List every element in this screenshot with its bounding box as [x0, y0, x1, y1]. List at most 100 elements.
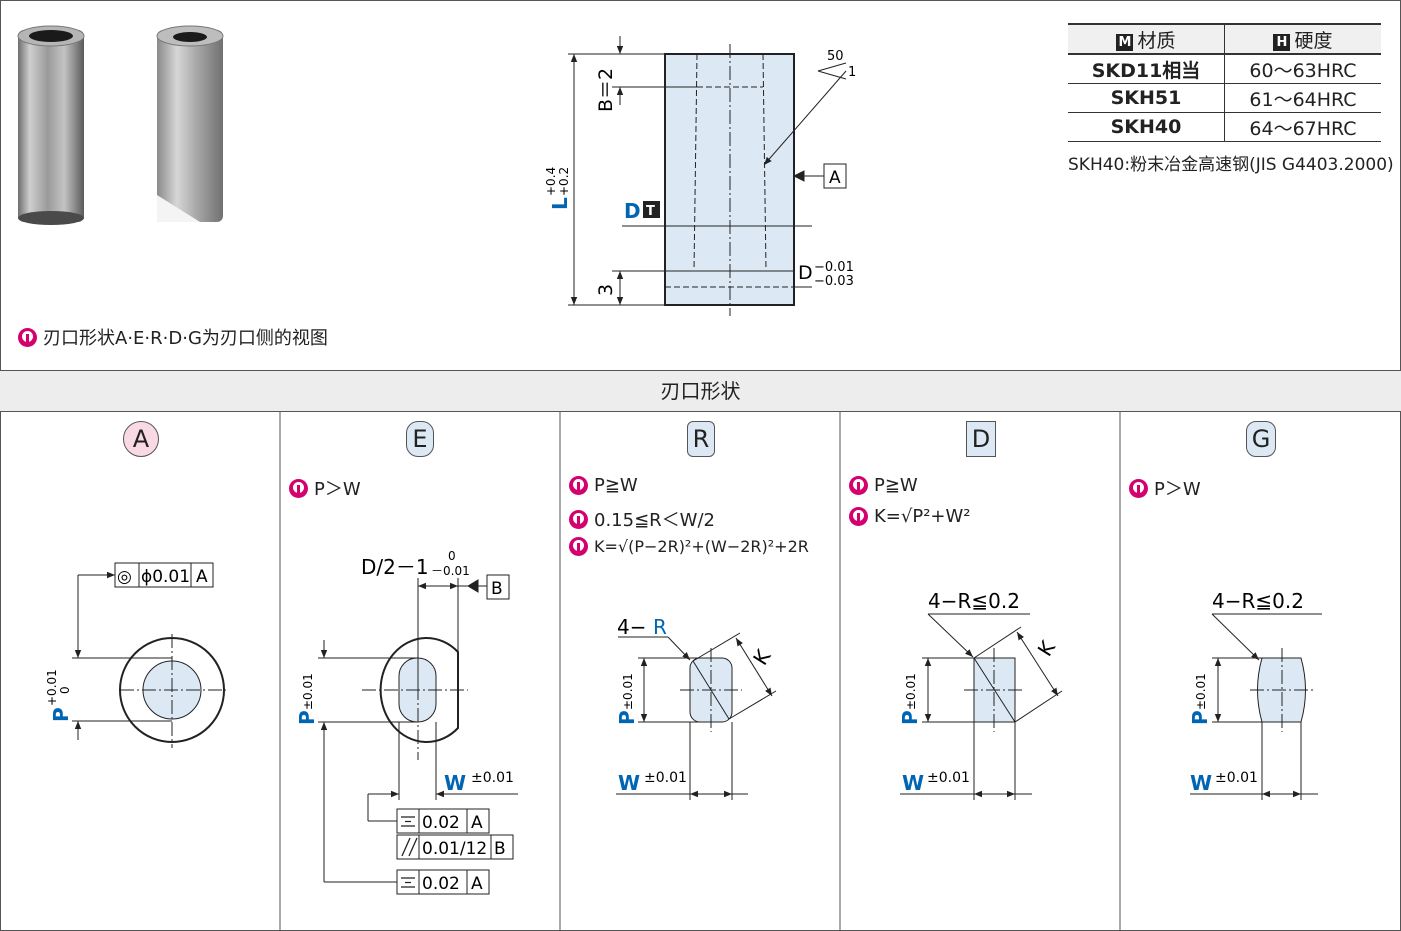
- edge-view-note-text: 刃口形状A·E·R·D·G为刃口侧的视图: [43, 328, 328, 349]
- shape-d-k-label: K: [1033, 636, 1061, 661]
- l-tol-upper: +0.4: [544, 167, 558, 196]
- shape-r-note-2: 0.15≦R＜W/2: [569, 506, 715, 532]
- hardness-icon: H: [1273, 33, 1291, 51]
- shape-g-note-1-text: P＞W: [1154, 479, 1201, 500]
- shape-e-frame1-ref: A: [471, 813, 483, 833]
- shape-d-note-1-text: P≧W: [874, 475, 918, 496]
- shape-g-w-label: W: [1190, 771, 1212, 795]
- three-dimension-label: 3: [595, 284, 617, 296]
- d-dimension-label: D: [624, 199, 641, 223]
- shape-g-w-tol: ±0.01: [1215, 770, 1258, 786]
- shape-r-r-label: R: [653, 615, 667, 639]
- shape-g-p-tol: ±0.01: [1194, 673, 1208, 710]
- shape-r-note-2-text: 0.15≦R＜W/2: [594, 510, 715, 531]
- shape-a-tol-value: ϕ0.01: [141, 567, 190, 587]
- shape-d-p-label: P: [898, 710, 922, 725]
- shape-e-datum-b: B: [491, 579, 503, 599]
- material-header-label: 材质: [1137, 29, 1176, 52]
- shape-label-e: E: [406, 421, 434, 457]
- shape-g-p-dimension: P ±0.01: [1188, 673, 1212, 725]
- shape-e-dim-main: D/2－1: [361, 555, 429, 579]
- shape-label-a: A: [123, 421, 159, 457]
- table-row: SKD11相当 60～63HRC: [1068, 54, 1381, 84]
- t-icon-box: [643, 201, 660, 218]
- shape-d-drawing: [900, 613, 1063, 800]
- table-row: SKH40 64～67HRC: [1068, 112, 1381, 142]
- t-icon: T: [646, 204, 655, 219]
- shape-r-w-tol: ±0.01: [644, 770, 687, 786]
- main-drawing: [568, 36, 847, 316]
- info-icon: [569, 537, 588, 556]
- shape-e-p-dimension: P ±0.01: [295, 673, 319, 725]
- shape-label-r: R: [687, 421, 715, 457]
- shape-d-w-tol: ±0.01: [927, 770, 970, 786]
- shape-r-note-3-text: K=√(P−2R)²+(W−2R)²+2R: [594, 537, 809, 556]
- shape-d-w-label: W: [902, 771, 924, 795]
- angle-top: 50: [827, 49, 844, 64]
- l-dimension: L +0.4 +0.2: [544, 167, 572, 210]
- material-icon: M: [1116, 33, 1134, 51]
- shape-r-k-label: K: [748, 645, 776, 670]
- table-row: SKH51 61～64HRC: [1068, 83, 1381, 113]
- shape-d-p-dimension: P ±0.01: [898, 673, 922, 725]
- material-cell: SKH51: [1068, 83, 1225, 113]
- info-icon: [849, 476, 868, 495]
- info-icon: [18, 327, 37, 347]
- shape-e-p-tol: ±0.01: [301, 673, 315, 710]
- shape-r-note-1-text: P≧W: [594, 475, 638, 496]
- material-cell: SKH40: [1068, 112, 1225, 142]
- shape-r-w-label: W: [618, 771, 640, 795]
- shape-e-frame2-val: 0.01/12: [422, 839, 487, 859]
- hardness-cell: 60～63HRC: [1224, 54, 1381, 84]
- edge-shape-banner: 刃口形状: [0, 370, 1401, 412]
- shape-r-p-dimension: P ±0.01: [615, 673, 639, 725]
- shape-r-p-label: P: [615, 710, 639, 725]
- info-icon: [289, 478, 308, 498]
- shape-d-note-2-text: K=√P²+W²: [874, 506, 971, 527]
- shape-a-p-lower: 0: [58, 686, 72, 694]
- info-icon: [569, 476, 588, 495]
- shape-g-note-1: P＞W: [1129, 475, 1201, 501]
- shape-g-p-label: P: [1188, 710, 1212, 725]
- shape-e-drawing: [318, 574, 518, 895]
- hardness-cell: 64～67HRC: [1224, 112, 1381, 142]
- info-icon: [569, 509, 588, 529]
- shape-e-dim-lower: －0.01: [431, 564, 470, 578]
- shape-g-drawing: [1190, 613, 1322, 800]
- product-photo-flat: [156, 25, 224, 222]
- d-tol-upper: −0.01: [814, 260, 854, 275]
- shape-d-note-1: P≧W: [849, 475, 918, 496]
- shape-d-note-2: K=√P²+W²: [849, 506, 971, 527]
- shape-e-note-1: P＞W: [289, 475, 361, 501]
- shape-e-frame3-ref: A: [471, 874, 483, 894]
- edge-view-note: 刃口形状A·E·R·D·G为刃口侧的视图: [18, 324, 328, 350]
- shape-a-tol-ref: A: [196, 567, 208, 587]
- shape-a-tol-symbol: ◎: [117, 567, 132, 587]
- material-cell: SKD11相当: [1068, 54, 1225, 84]
- hardness-cell: 61～64HRC: [1224, 83, 1381, 113]
- shape-a-p-upper: +0.01: [45, 669, 59, 706]
- shape-e-w-tol: ±0.01: [471, 770, 514, 786]
- angle-bottom: 1: [848, 65, 856, 80]
- shape-label-d: D: [966, 421, 996, 457]
- shape-d-p-tol: ±0.01: [904, 673, 918, 710]
- l-tol-lower: +0.2: [557, 167, 571, 196]
- shape-r-drawing: [616, 632, 777, 800]
- shape-e-w-label: W: [444, 771, 466, 795]
- shape-label-g: G: [1246, 421, 1276, 457]
- shape-r-r-prefix: 4−: [617, 615, 646, 639]
- shape-a-p-label: P: [49, 707, 73, 722]
- shape-r-note-3: K=√(P−2R)²+(W−2R)²+2R: [569, 537, 809, 556]
- product-photo-round: [17, 25, 85, 225]
- shape-e-frame3-val: 0.02: [422, 874, 460, 894]
- shape-e-p-label: P: [295, 710, 319, 725]
- shape-d-r-text: 4−R≦0.2: [928, 589, 1020, 613]
- shape-e-frame1-val: 0.02: [422, 813, 460, 833]
- d-tol-lower: −0.03: [814, 274, 854, 289]
- material-note: SKH40:粉末冶金高速钢(JIS G4403.2000): [1068, 155, 1394, 175]
